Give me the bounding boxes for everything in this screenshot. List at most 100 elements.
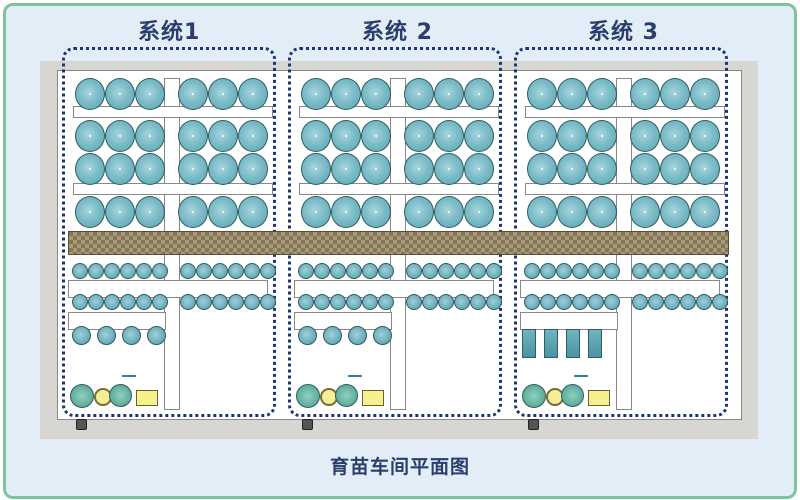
- small-tank: [556, 263, 572, 279]
- tank-rail: [525, 183, 725, 195]
- tank-rail: [294, 312, 392, 330]
- medium-tank: [72, 326, 91, 345]
- small-tank: [604, 263, 620, 279]
- large-tank: [630, 120, 660, 152]
- diagram-title: 育苗车间平面图: [329, 456, 470, 478]
- filter-tank: [296, 384, 320, 408]
- small-tank: [88, 294, 104, 310]
- small-tank: [212, 294, 228, 310]
- small-tank: [588, 294, 604, 310]
- small-tank: [152, 263, 168, 279]
- small-tank: [330, 263, 346, 279]
- large-tank: [587, 120, 617, 152]
- small-tank: [588, 263, 604, 279]
- large-tank: [361, 196, 391, 228]
- large-tank: [105, 153, 135, 185]
- rectangular-tank: [522, 329, 536, 358]
- small-tank: [632, 294, 648, 310]
- large-tank: [527, 153, 557, 185]
- large-tank: [105, 120, 135, 152]
- pipe: [348, 375, 362, 377]
- small-tank: [524, 294, 540, 310]
- tank-rail: [73, 183, 273, 195]
- large-tank: [301, 120, 331, 152]
- medium-tank: [348, 326, 367, 345]
- tank-rail: [299, 106, 499, 118]
- small-tank: [664, 263, 680, 279]
- large-tank: [404, 153, 434, 185]
- large-tank: [361, 153, 391, 185]
- central-channel: [68, 231, 729, 255]
- large-tank: [434, 196, 464, 228]
- small-tank: [454, 263, 470, 279]
- small-tank: [228, 263, 244, 279]
- large-tank: [464, 196, 494, 228]
- small-tank: [572, 263, 588, 279]
- small-tank: [680, 294, 696, 310]
- large-tank: [331, 196, 361, 228]
- tank-rail: [520, 280, 720, 298]
- small-tank: [362, 263, 378, 279]
- large-tank: [404, 120, 434, 152]
- small-tank: [524, 263, 540, 279]
- large-tank: [208, 78, 238, 110]
- large-tank: [135, 196, 165, 228]
- small-tank: [314, 294, 330, 310]
- large-tank: [105, 196, 135, 228]
- large-tank: [527, 78, 557, 110]
- equipment-tank: [335, 384, 358, 407]
- large-tank: [404, 78, 434, 110]
- medium-tank: [298, 326, 317, 345]
- small-tank: [540, 294, 556, 310]
- tank-rail: [73, 106, 273, 118]
- small-tank: [298, 294, 314, 310]
- small-tank: [486, 294, 502, 310]
- medium-tank: [97, 326, 116, 345]
- large-tank: [587, 153, 617, 185]
- pipe: [122, 375, 136, 377]
- large-tank: [527, 196, 557, 228]
- small-tank: [422, 294, 438, 310]
- large-tank: [464, 78, 494, 110]
- large-tank: [178, 78, 208, 110]
- small-tank: [104, 263, 120, 279]
- small-tank: [648, 294, 664, 310]
- large-tank: [660, 196, 690, 228]
- small-tank: [180, 294, 196, 310]
- filter-tank: [70, 384, 94, 408]
- small-tank: [260, 263, 276, 279]
- large-tank: [557, 196, 587, 228]
- small-tank: [88, 263, 104, 279]
- large-tank: [75, 78, 105, 110]
- control-box: [136, 390, 158, 406]
- fan-icon: [302, 419, 313, 430]
- large-tank: [690, 120, 720, 152]
- small-tank: [422, 263, 438, 279]
- small-tank: [136, 294, 152, 310]
- filter-tank: [522, 384, 546, 408]
- large-tank: [587, 78, 617, 110]
- medium-tank: [373, 326, 392, 345]
- large-tank: [301, 153, 331, 185]
- large-tank: [587, 196, 617, 228]
- tank-rail: [68, 280, 268, 298]
- small-tank: [152, 294, 168, 310]
- tank-rail: [520, 312, 618, 330]
- small-tank: [72, 263, 88, 279]
- small-tank: [260, 294, 276, 310]
- small-tank: [362, 294, 378, 310]
- control-box: [588, 390, 610, 406]
- large-tank: [434, 78, 464, 110]
- large-tank: [208, 120, 238, 152]
- equipment-tank: [109, 384, 132, 407]
- small-tank: [438, 263, 454, 279]
- large-tank: [660, 153, 690, 185]
- system-1-title: 系统1: [138, 20, 201, 45]
- large-tank: [690, 196, 720, 228]
- small-tank: [680, 263, 696, 279]
- large-tank: [690, 153, 720, 185]
- large-tank: [557, 153, 587, 185]
- small-tank: [648, 263, 664, 279]
- large-tank: [361, 78, 391, 110]
- small-tank: [470, 263, 486, 279]
